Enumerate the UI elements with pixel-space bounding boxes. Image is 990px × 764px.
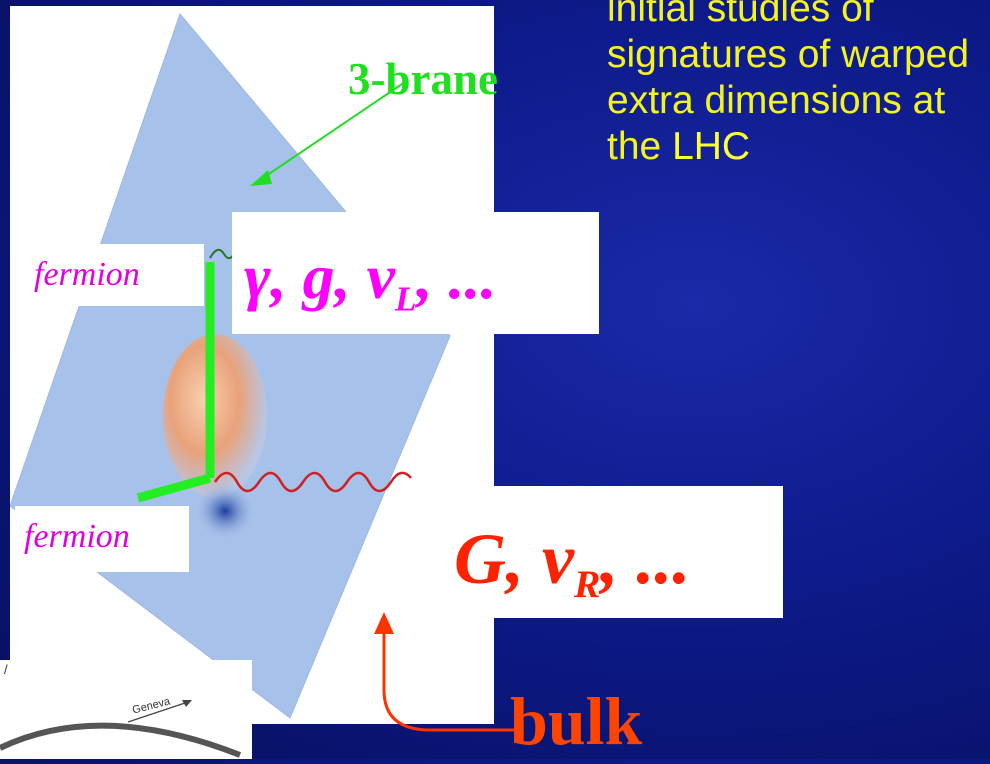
brane-particles-sub: L bbox=[395, 279, 417, 319]
bulk-label: bulk bbox=[510, 683, 643, 759]
bulk-particles-box bbox=[439, 486, 783, 618]
ring-arc bbox=[0, 722, 242, 758]
fermion-bottom-box bbox=[15, 506, 189, 572]
brane-illustration bbox=[10, 13, 451, 719]
fermion-bottom-label: fermion bbox=[24, 518, 130, 555]
brane-particles-main: γ, g, ν bbox=[244, 241, 396, 312]
fermion-top-label: fermion bbox=[34, 256, 140, 293]
brane-arrow-line bbox=[259, 79, 409, 181]
geneva-arrow-head bbox=[182, 700, 192, 707]
inset-corner-mark: / bbox=[4, 662, 8, 677]
brane-label: 3-brane bbox=[348, 54, 498, 104]
bulk-sphere bbox=[163, 334, 267, 498]
graviton-wave bbox=[213, 471, 412, 493]
caption-tail: LHC bbox=[672, 125, 751, 168]
caption: initial studies of signatures of warped … bbox=[607, 0, 987, 170]
lhc-ring: / bbox=[0, 662, 242, 758]
bulk-particles-sub: R bbox=[573, 561, 601, 606]
brane-particles-box bbox=[232, 212, 599, 334]
lhc-map-inset: / bbox=[0, 660, 252, 759]
brane-particles-tail: , ... bbox=[416, 241, 497, 312]
fermion-top-box bbox=[18, 244, 204, 306]
brane-arrow-head bbox=[250, 170, 272, 186]
brane-particles-label: γ, g, νL, ... bbox=[244, 240, 497, 319]
fermion-diagonal-line bbox=[136, 473, 212, 503]
bulk-particles-label: G, νR, ... bbox=[454, 518, 690, 607]
bulk-particles-main: G, ν bbox=[454, 519, 574, 599]
bulk-particles-tail: , ... bbox=[600, 519, 691, 599]
sphere-shadow bbox=[195, 483, 255, 539]
caption-text: initial studies of signatures of warped … bbox=[607, 0, 970, 168]
geneva-arrow-line bbox=[127, 701, 189, 723]
figure-panel bbox=[10, 6, 494, 724]
